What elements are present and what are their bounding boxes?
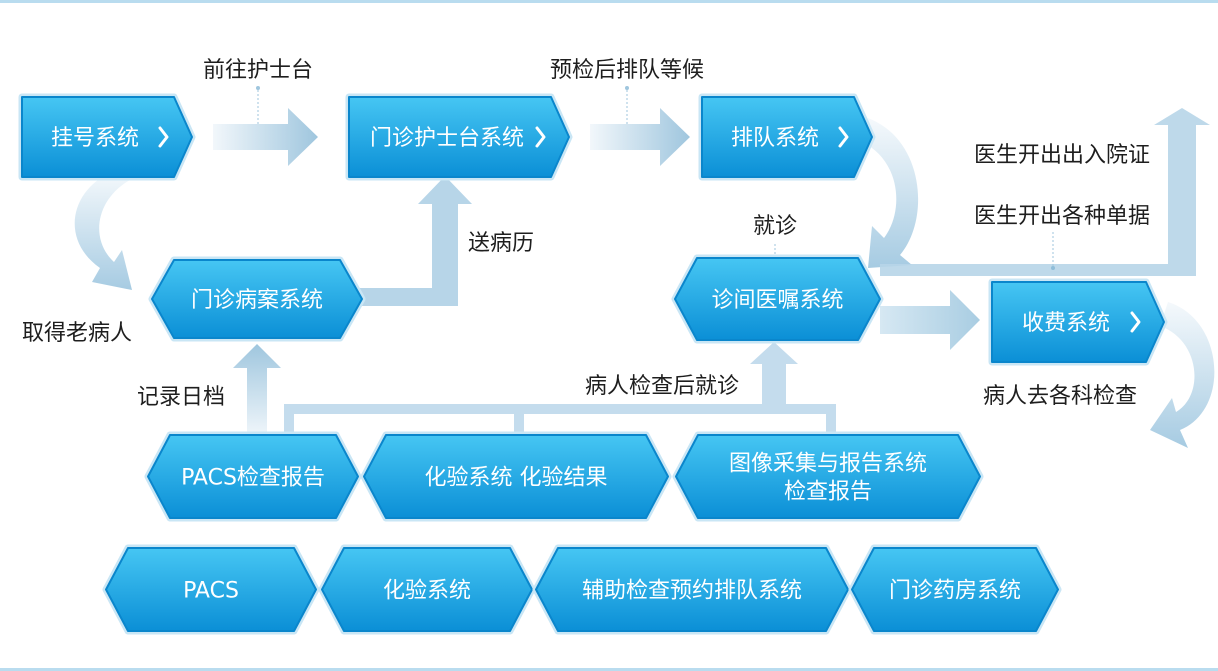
box-layer: 挂号系统门诊护士台系统排队系统收费系统门诊病案系统诊间医嘱系统PACS检查报告化… [18,93,1168,635]
label-documents: 医生开出各种单据 [974,204,1150,229]
box-label: PACS [183,579,239,604]
label-pin [625,86,629,90]
box-label: PACS检查报告 [181,466,325,491]
curve-billing-to-checks [1150,302,1215,448]
box-label: 图像采集与报告系统 [729,452,927,477]
box-pharmacy: 门诊药房系统 [848,544,1062,635]
label-go-check: 病人去各科检查 [983,384,1137,409]
label-pin [256,86,260,90]
chevron-right-icon [535,126,546,148]
label-send-record: 送病历 [468,231,534,256]
box-billing: 收费系统 [988,278,1168,366]
box-shape [674,257,881,341]
box-shape [105,547,317,632]
label-visit: 就诊 [753,214,797,239]
box-pacs: PACS [102,544,320,635]
box-label: 收费系统 [1022,311,1110,336]
label-pre-check: 预检后排队等候 [550,58,704,83]
box-label: 门诊药房系统 [889,579,1021,604]
top-border [0,0,1218,3]
box-shape [675,434,981,519]
box-label: 门诊病案系统 [191,288,323,313]
box-aux-queue: 辅助检查预约排队系统 [532,544,852,635]
label-get-old: 取得老病人 [22,321,132,346]
box-shape [21,96,193,178]
box-nurse-station: 门诊护士台系统 [345,93,573,181]
curve-queue-to-doctor [862,118,919,268]
arrow-to-nurse-station [213,108,318,166]
chevron-right-icon [158,126,169,148]
box-shape [701,96,873,178]
box-medical-record: 门诊病案系统 [148,256,366,342]
box-label: 门诊护士台系统 [370,126,524,151]
box-shape [321,547,533,632]
box-shape [535,547,849,632]
chevron-right-icon [1130,311,1141,333]
box-doctor-order: 诊间医嘱系统 [671,254,884,344]
box-pacs-report: PACS检查报告 [144,431,362,522]
box-queue: 排队系统 [698,93,876,181]
arrow-to-queue [590,108,690,166]
box-label: 检查报告 [784,480,872,505]
box-shape [147,434,359,519]
label-admission-cert: 医生开出出入院证 [974,143,1150,168]
box-registration: 挂号系统 [18,93,196,181]
arrow-send-record [360,176,472,306]
label-log-record: 记录日档 [137,385,225,410]
box-shape [851,547,1059,632]
box-shape [151,259,363,339]
label-to-nurse: 前往护士台 [203,58,313,83]
box-label: 化验系统 化验结果 [425,466,608,491]
arrow-log-record [233,344,281,434]
labels: 前往护士台 预检后排队等候 送病历 取得老病人 就诊 医生开出出入院证 医生开出… [22,58,1150,410]
label-pin [1051,266,1055,270]
box-lab-result: 化验系统 化验结果 [360,431,672,522]
box-shape [363,434,669,519]
connectors [74,86,1215,448]
box-label: 诊间医嘱系统 [711,288,843,313]
bottom-border [0,668,1218,671]
box-label: 排队系统 [731,126,819,151]
box-label: 挂号系统 [51,126,139,151]
arrow-doctor-documents [880,108,1210,276]
arrow-to-billing [880,290,980,350]
box-lab: 化验系统 [318,544,536,635]
box-label: 辅助检查预约排队系统 [582,579,802,604]
bracket-after-check [284,342,836,440]
box-shape [348,96,570,178]
box-shape [991,281,1165,363]
curve-registration-to-record [74,172,132,290]
chevron-right-icon [838,126,849,148]
box-label: 化验系统 [383,579,471,604]
label-after-check: 病人检查后就诊 [585,374,739,399]
